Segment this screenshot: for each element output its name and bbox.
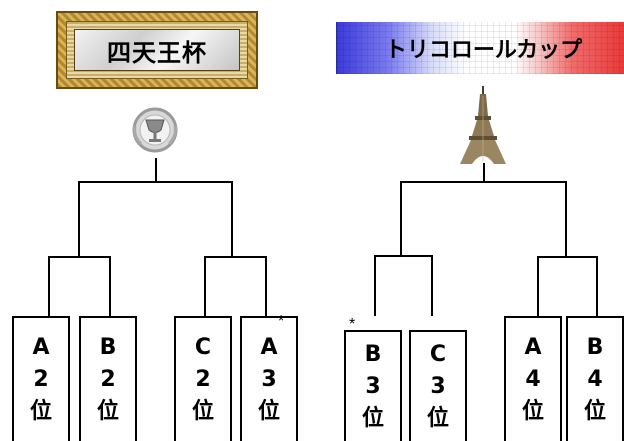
team-group: C xyxy=(194,334,212,360)
team-rank: 2 xyxy=(100,366,116,392)
team-group: C xyxy=(429,341,447,367)
team-suffix: 位 xyxy=(257,398,280,424)
team-group: A xyxy=(32,334,50,360)
asterisk-mark-left: * xyxy=(278,313,285,330)
team-suffix: 位 xyxy=(583,398,606,424)
team-box-right-3: A 4 位 xyxy=(504,316,562,441)
team-suffix: 位 xyxy=(426,405,449,431)
team-group: A xyxy=(524,334,542,360)
team-group: A xyxy=(260,334,278,360)
team-group: B xyxy=(586,334,604,360)
team-rank: 2 xyxy=(33,366,49,392)
team-rank: 3 xyxy=(365,373,381,399)
eiffel-tower-icon xyxy=(458,86,508,164)
left-title-plaque: 四天王杯 xyxy=(56,11,258,89)
team-rank: 4 xyxy=(525,366,541,392)
team-box-right-2: C 3 位 xyxy=(409,330,467,441)
team-rank: 3 xyxy=(261,366,277,392)
team-box-right-4: B 4 位 xyxy=(566,316,624,441)
team-box-right-1: B 3 位 xyxy=(344,330,402,441)
team-suffix: 位 xyxy=(96,398,119,424)
team-box-left-2: B 2 位 xyxy=(79,316,137,441)
team-suffix: 位 xyxy=(191,398,214,424)
team-suffix: 位 xyxy=(521,398,544,424)
asterisk-mark-right: * xyxy=(349,316,356,333)
team-rank: 4 xyxy=(587,366,603,392)
team-box-left-4: A 3 位 xyxy=(240,316,298,441)
team-rank: 3 xyxy=(430,373,446,399)
team-rank: 2 xyxy=(195,366,211,392)
right-title-banner: トリコロールカップ xyxy=(336,22,624,74)
team-group: B xyxy=(99,334,117,360)
team-box-left-1: A 2 位 xyxy=(12,316,70,441)
team-suffix: 位 xyxy=(29,398,52,424)
left-bracket-title: 四天王杯 xyxy=(107,38,207,67)
right-bracket-title: トリコロールカップ xyxy=(384,38,583,63)
trophy-icon xyxy=(125,104,185,156)
team-box-left-3: C 2 位 xyxy=(174,316,232,441)
team-suffix: 位 xyxy=(361,405,384,431)
team-group: B xyxy=(364,341,382,367)
